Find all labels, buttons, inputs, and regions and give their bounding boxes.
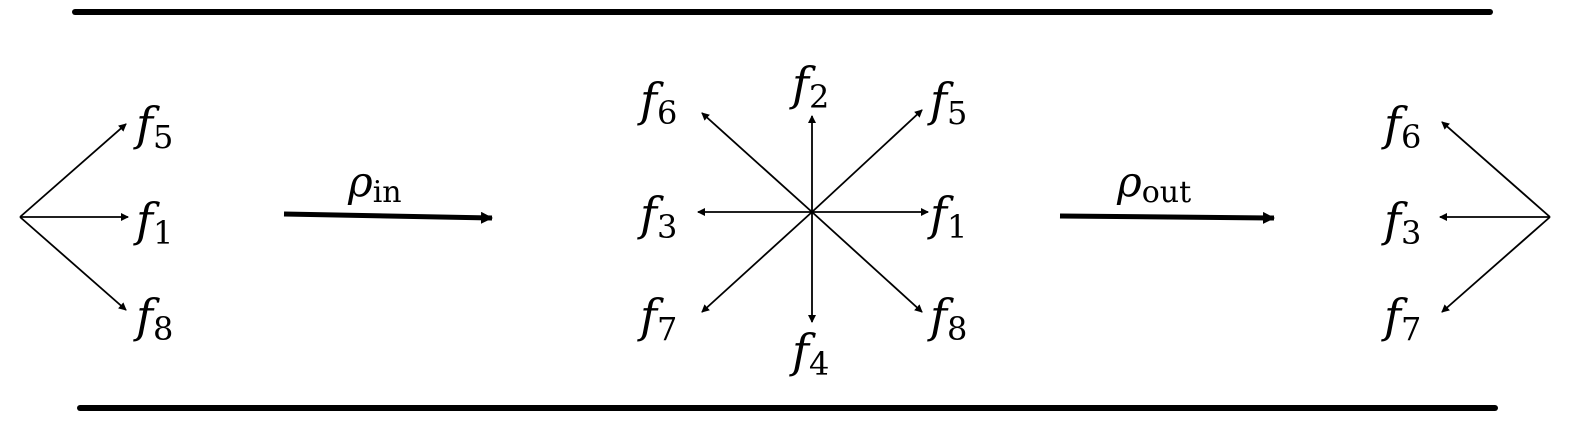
arrow-f5-center	[811, 109, 923, 213]
label-f7-right: f7	[1381, 289, 1421, 348]
right-outlet-group: f6 f3 f7	[1381, 97, 1551, 348]
arrow-f7-center	[701, 211, 813, 313]
label-f5-center: f5	[927, 73, 967, 132]
center-lattice-group: f2 f6 f5 f3 f1 f7 f8 f4	[637, 57, 967, 383]
label-f1-center: f1	[927, 187, 967, 246]
arrow-f6-right	[1441, 121, 1551, 218]
rho-in-label: ρin	[347, 157, 402, 210]
rho-in-arrow	[283, 211, 493, 224]
arrow-f5-left	[19, 123, 127, 218]
arrow-f7-right	[1441, 216, 1551, 313]
rho-out-group: ρout	[1059, 157, 1275, 224]
rho-in-group: ρin	[283, 157, 493, 224]
left-inlet-group: f5 f1 f8	[19, 97, 173, 348]
label-f2-center: f2	[789, 57, 829, 116]
arrow-f8-center	[811, 211, 923, 313]
label-f5-left: f5	[133, 97, 173, 156]
label-f8-left: f8	[133, 289, 173, 348]
label-f1-left: f1	[133, 193, 173, 252]
label-f3-center: f3	[637, 187, 677, 246]
label-f8-center: f8	[927, 289, 967, 348]
label-f4-center: f4	[789, 324, 829, 383]
label-f7-center: f7	[637, 289, 677, 348]
label-f3-right: f3	[1381, 193, 1421, 252]
arrow-f6-center	[701, 112, 813, 213]
rho-out-label: ρout	[1116, 157, 1191, 210]
label-f6-right: f6	[1381, 97, 1421, 156]
label-f6-center: f6	[637, 73, 677, 132]
arrow-f8-left	[19, 216, 127, 311]
rho-out-arrow	[1059, 211, 1275, 224]
